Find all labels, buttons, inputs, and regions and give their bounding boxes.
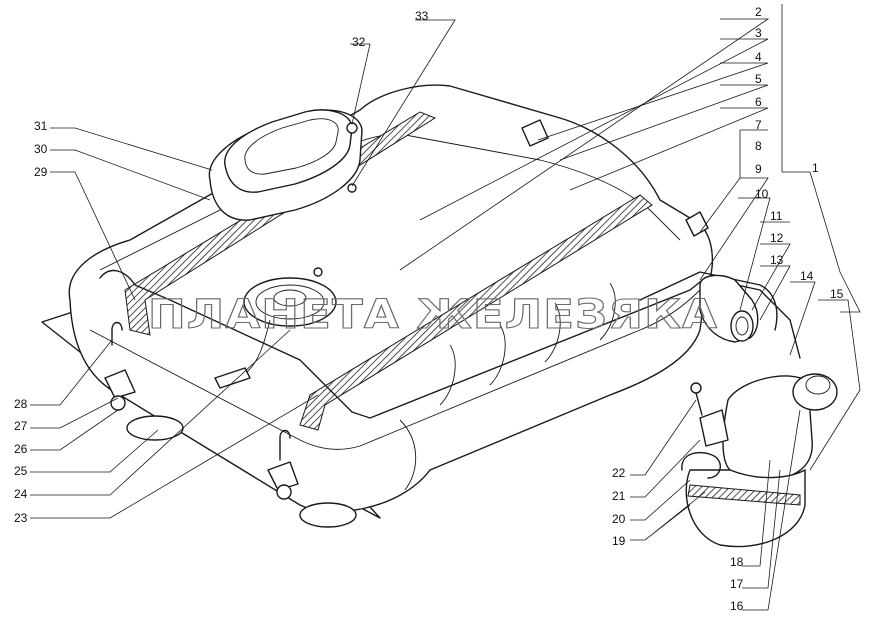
bracket-right — [267, 461, 299, 491]
expansion-tank-cap-top — [805, 375, 831, 395]
callout-19: 19 — [612, 534, 626, 548]
filter-cap-inner — [735, 316, 749, 336]
callout-33: 33 — [415, 9, 429, 23]
callout-28: 28 — [14, 397, 28, 411]
filler-cover-assembly — [208, 109, 363, 221]
callout-3: 3 — [755, 26, 762, 40]
callout-22: 22 — [612, 466, 626, 480]
bracket-top-left — [521, 119, 549, 147]
sender-wire — [246, 319, 271, 373]
fuel-level-sender — [214, 267, 337, 389]
callout-14: 14 — [800, 269, 814, 283]
callout-16: 16 — [730, 599, 744, 613]
callout-labels: 1 2 3 4 5 6 7 8 9 10 11 12 13 14 15 16 1… — [14, 4, 861, 613]
filler-cover-clip-icon — [347, 183, 357, 193]
tank-strap-rear — [124, 111, 437, 336]
tank-rib — [544, 302, 561, 363]
sender-center — [273, 289, 307, 307]
callout-30: 30 — [34, 142, 48, 156]
callout-17: 17 — [730, 577, 744, 591]
callout-20: 20 — [612, 512, 626, 526]
callout-24: 24 — [14, 487, 28, 501]
tank-boss-right — [299, 502, 357, 528]
callout-27: 27 — [14, 419, 28, 433]
tube-hook-right — [279, 429, 291, 461]
bracket-left — [104, 369, 136, 399]
washer-right-icon — [276, 484, 292, 500]
expansion-tank-bolt-icon — [690, 382, 702, 394]
expansion-tank — [681, 373, 838, 548]
tank-side-contour — [89, 289, 701, 450]
tank-rib — [489, 324, 506, 386]
expansion-tank-strap — [687, 484, 801, 506]
expansion-tank-bracket — [699, 409, 729, 447]
expansion-tank-bolt-shank — [695, 392, 703, 416]
callout-12: 12 — [770, 231, 784, 245]
sender-flange — [243, 277, 337, 327]
sender-bolt-icon — [313, 267, 323, 277]
callout-29: 29 — [34, 165, 48, 179]
callout-6: 6 — [755, 95, 762, 109]
tank-strap-front — [299, 194, 653, 431]
callout-23: 23 — [14, 511, 28, 525]
sender-ring — [255, 284, 325, 320]
callout-18: 18 — [730, 555, 744, 569]
bracket-top-right — [685, 211, 709, 237]
expansion-tank-clamp — [681, 452, 721, 479]
callout-2: 2 — [755, 5, 762, 19]
callout-21: 21 — [612, 489, 626, 503]
expansion-tank-lower — [685, 469, 806, 548]
tank-rib — [439, 344, 456, 406]
callout-31: 31 — [34, 119, 48, 133]
tube-hook-left — [111, 321, 123, 346]
brackets — [104, 119, 709, 500]
callout-5: 5 — [755, 72, 762, 86]
callout-8: 8 — [755, 139, 762, 153]
expansion-tank-body — [722, 375, 813, 483]
tank-boss-left — [126, 415, 184, 441]
tank-rib — [399, 419, 417, 491]
filler-cover-screw-icon — [346, 122, 358, 134]
callout-25: 25 — [14, 464, 28, 478]
filler-cover-lid — [224, 109, 353, 193]
callout-1: 1 — [812, 161, 819, 175]
callout-15: 15 — [830, 287, 844, 301]
callout-10: 10 — [755, 187, 769, 201]
callout-7: 7 — [755, 118, 762, 132]
fuel-filter — [699, 274, 759, 343]
tank-rib — [599, 282, 616, 341]
callout-32: 32 — [352, 35, 366, 49]
watermark-text: ПЛАНЕТА ЖЕЛЕЗЯКА — [148, 292, 718, 338]
callout-9: 9 — [755, 162, 762, 176]
filler-cover-window — [244, 118, 339, 175]
callout-26: 26 — [14, 442, 28, 456]
callout-13: 13 — [770, 253, 784, 267]
expansion-tank-cap — [792, 373, 838, 411]
callout-11: 11 — [770, 209, 783, 223]
sender-connector-icon — [214, 367, 251, 389]
callout-4: 4 — [755, 50, 762, 64]
filter-cap — [730, 310, 754, 342]
